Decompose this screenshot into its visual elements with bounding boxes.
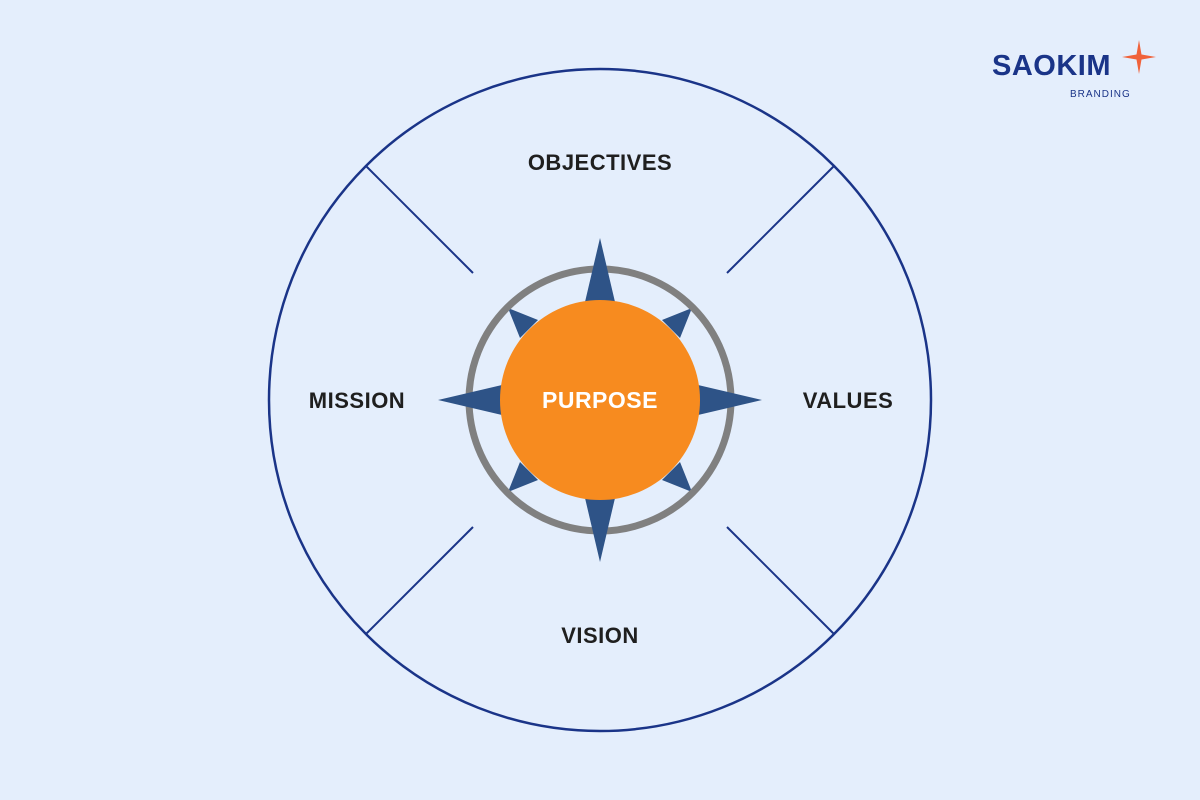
compass-point-east xyxy=(698,385,762,415)
segment-label-top: OBJECTIVES xyxy=(528,150,672,175)
divider-line-top-left xyxy=(365,165,474,274)
center-label: PURPOSE xyxy=(542,387,658,413)
compass-point-ne xyxy=(662,308,692,338)
compass-point-north xyxy=(585,238,615,302)
divider-line-bottom-right xyxy=(726,526,835,635)
compass-point-se xyxy=(662,462,692,492)
compass-point-south xyxy=(585,498,615,562)
compass-cardinal-points xyxy=(438,238,762,562)
purpose-center-circle xyxy=(500,300,700,500)
compass-point-west xyxy=(438,385,502,415)
divider-line-bottom-left xyxy=(365,526,474,635)
outer-circle xyxy=(267,67,933,733)
segment-label-left: MISSION xyxy=(309,388,405,413)
logo-subtitle: BRANDING xyxy=(1070,89,1131,100)
compass-point-nw xyxy=(508,308,538,338)
four-point-star-icon xyxy=(1122,40,1156,74)
saokim-logo: SAOKIM BRANDING xyxy=(990,40,1160,110)
compass-point-sw xyxy=(508,462,538,492)
logo-wordmark: SAOKIM xyxy=(992,50,1111,82)
divider-line-top-right xyxy=(726,165,835,274)
compass-diagonal-points xyxy=(508,308,692,492)
segment-label-bottom: VISION xyxy=(561,623,639,648)
segment-label-right: VALUES xyxy=(803,388,894,413)
